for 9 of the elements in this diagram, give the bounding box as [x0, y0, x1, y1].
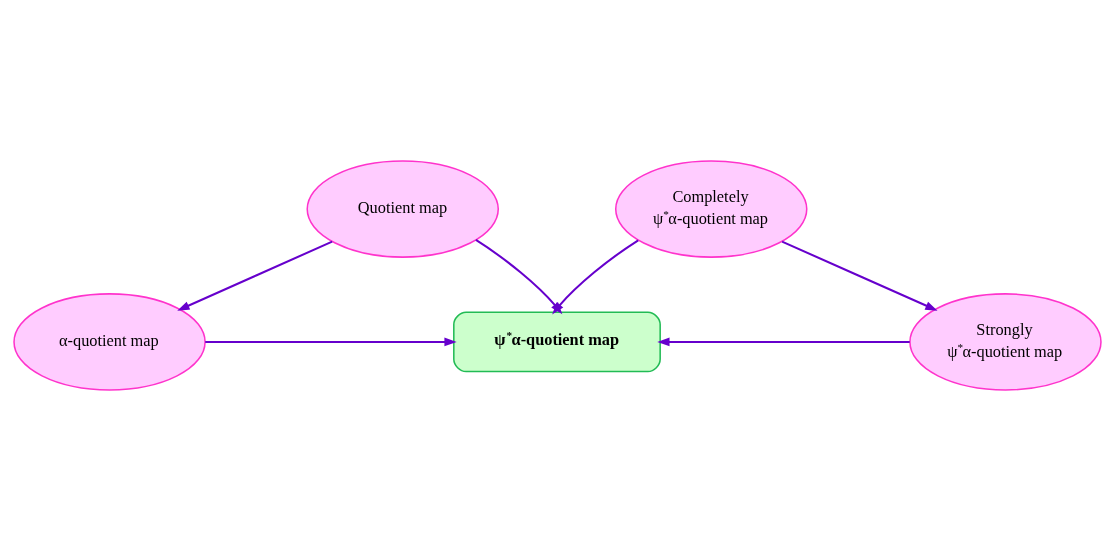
node-ellipse: Strongly ψ$^{*}$α-quotient map: [909, 292, 1102, 391]
node-ellipse: α-quotient map: [13, 292, 206, 391]
node-box: ψ$^{*}$α-quotient map: [453, 311, 661, 372]
arrow: [205, 337, 457, 346]
arrow: [177, 240, 333, 311]
node-ellipse: Completely ψ$^{*}$α-quotient map: [614, 159, 808, 258]
arrow: [781, 240, 938, 311]
node-ellipse: Quotient map: [306, 159, 499, 258]
arrow: [657, 337, 910, 346]
